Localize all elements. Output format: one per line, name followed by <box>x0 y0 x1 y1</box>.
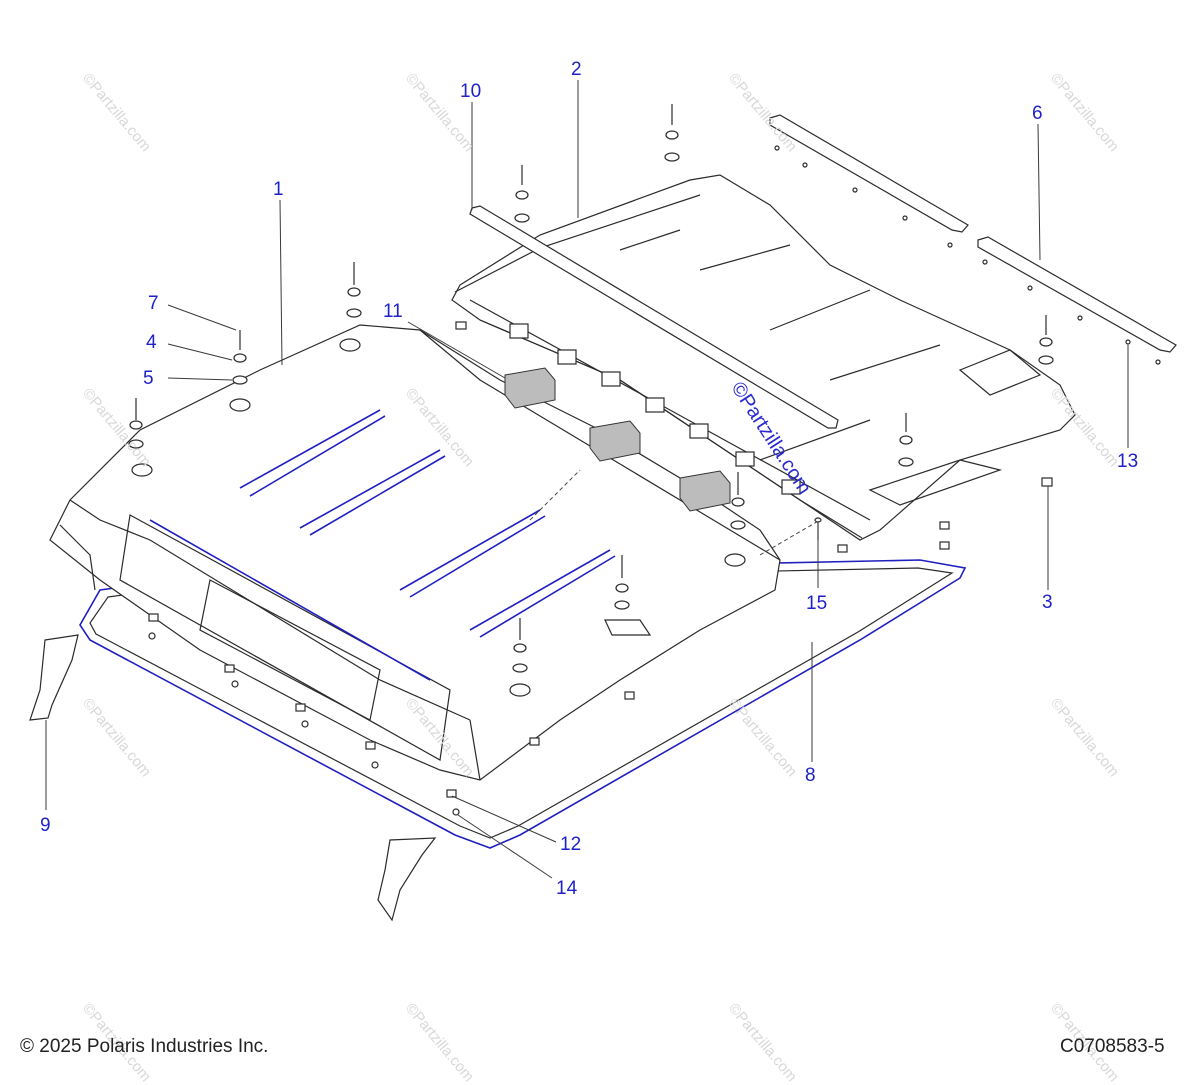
pillar-trim-covers <box>29 634 437 922</box>
fastener-stack <box>730 472 746 530</box>
callout-15: 15 <box>806 593 828 614</box>
fastener-stack <box>512 618 528 673</box>
fastener-stack <box>514 165 530 223</box>
fastener-stack <box>898 413 914 467</box>
fastener-stacks <box>128 104 1054 673</box>
rear-panel-seal-strip <box>469 205 839 429</box>
fastener-stack <box>232 330 248 385</box>
rear-trim-rails <box>769 114 1177 353</box>
callout-10: 10 <box>460 81 482 102</box>
callout-2: 2 <box>571 59 582 80</box>
fastener-stack <box>128 398 144 449</box>
callout-11: 11 <box>383 301 403 322</box>
rear-roof-panel <box>451 174 1076 541</box>
callout-14: 14 <box>556 878 578 899</box>
fastener-stack <box>346 262 362 318</box>
foam-blocks <box>504 367 731 512</box>
fastener-stack <box>664 104 680 162</box>
callout-3: 3 <box>1042 592 1053 613</box>
fastener-stack <box>614 555 630 610</box>
callout-4: 4 <box>146 332 157 353</box>
callout-5: 5 <box>143 368 154 389</box>
callout-9: 9 <box>40 815 51 836</box>
callout-8: 8 <box>805 765 816 786</box>
copyright-text: © 2025 Polaris Industries Inc. <box>20 1036 269 1057</box>
leader-lines <box>45 80 1129 879</box>
callout-6: 6 <box>1032 103 1043 124</box>
clip-nuts <box>148 145 1161 816</box>
diagram-code: C0708583-5 <box>1060 1036 1165 1057</box>
callout-13: 13 <box>1117 451 1139 472</box>
callout-12: 12 <box>560 834 582 855</box>
callout-7: 7 <box>148 293 159 314</box>
callout-1: 1 <box>273 179 284 200</box>
fastener-stack <box>1038 315 1054 365</box>
